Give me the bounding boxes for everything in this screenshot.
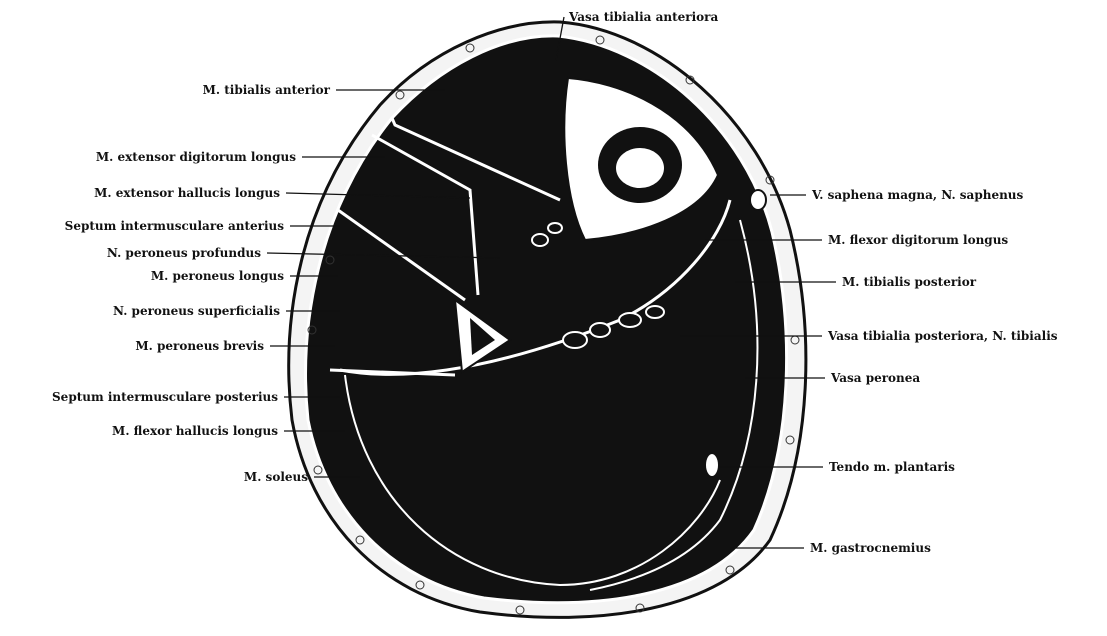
label-vasa-tibialia-anteriora: Vasa tibialia anteriora — [568, 10, 718, 24]
label-extensor-hallucis: M. extensor hallucis longus — [94, 186, 280, 200]
label-septum-posterius: Septum intermusculare posterius — [52, 390, 278, 404]
label-tibialis-anterior: M. tibialis anterior — [203, 83, 331, 97]
label-soleus: M. soleus — [244, 470, 308, 484]
label-peroneus-superficialis: N. peroneus superficialis — [113, 304, 280, 318]
label-flexor-digitorum: M. flexor digitorum longus — [828, 233, 1008, 247]
label-tibialis-posterior: M. tibialis posterior — [842, 275, 977, 289]
label-septum-anterius: Septum intermusculare anterius — [65, 219, 285, 233]
label-peroneus-longus: M. peroneus longus — [151, 269, 284, 283]
label-flexor-hallucis: M. flexor hallucis longus — [112, 424, 278, 438]
label-vasa-peronea: Vasa peronea — [830, 371, 920, 385]
label-gastrocnemius: M. gastrocnemius — [810, 541, 931, 555]
plantaris-tendon — [705, 453, 719, 477]
label-tendo-plantaris: Tendo m. plantaris — [829, 460, 955, 474]
label-peroneus-profundus: N. peroneus profundus — [107, 246, 261, 260]
label-vasa-tibialia-posteriora: Vasa tibialia posteriora, N. tibialis — [827, 329, 1058, 343]
label-saphena: V. saphena magna, N. saphenus — [811, 188, 1024, 202]
label-extensor-digitorum: M. extensor digitorum longus — [96, 150, 296, 164]
tibia-cavity — [616, 148, 664, 188]
saphena-vessel — [750, 190, 766, 210]
label-peroneus-brevis: M. peroneus brevis — [135, 339, 264, 353]
